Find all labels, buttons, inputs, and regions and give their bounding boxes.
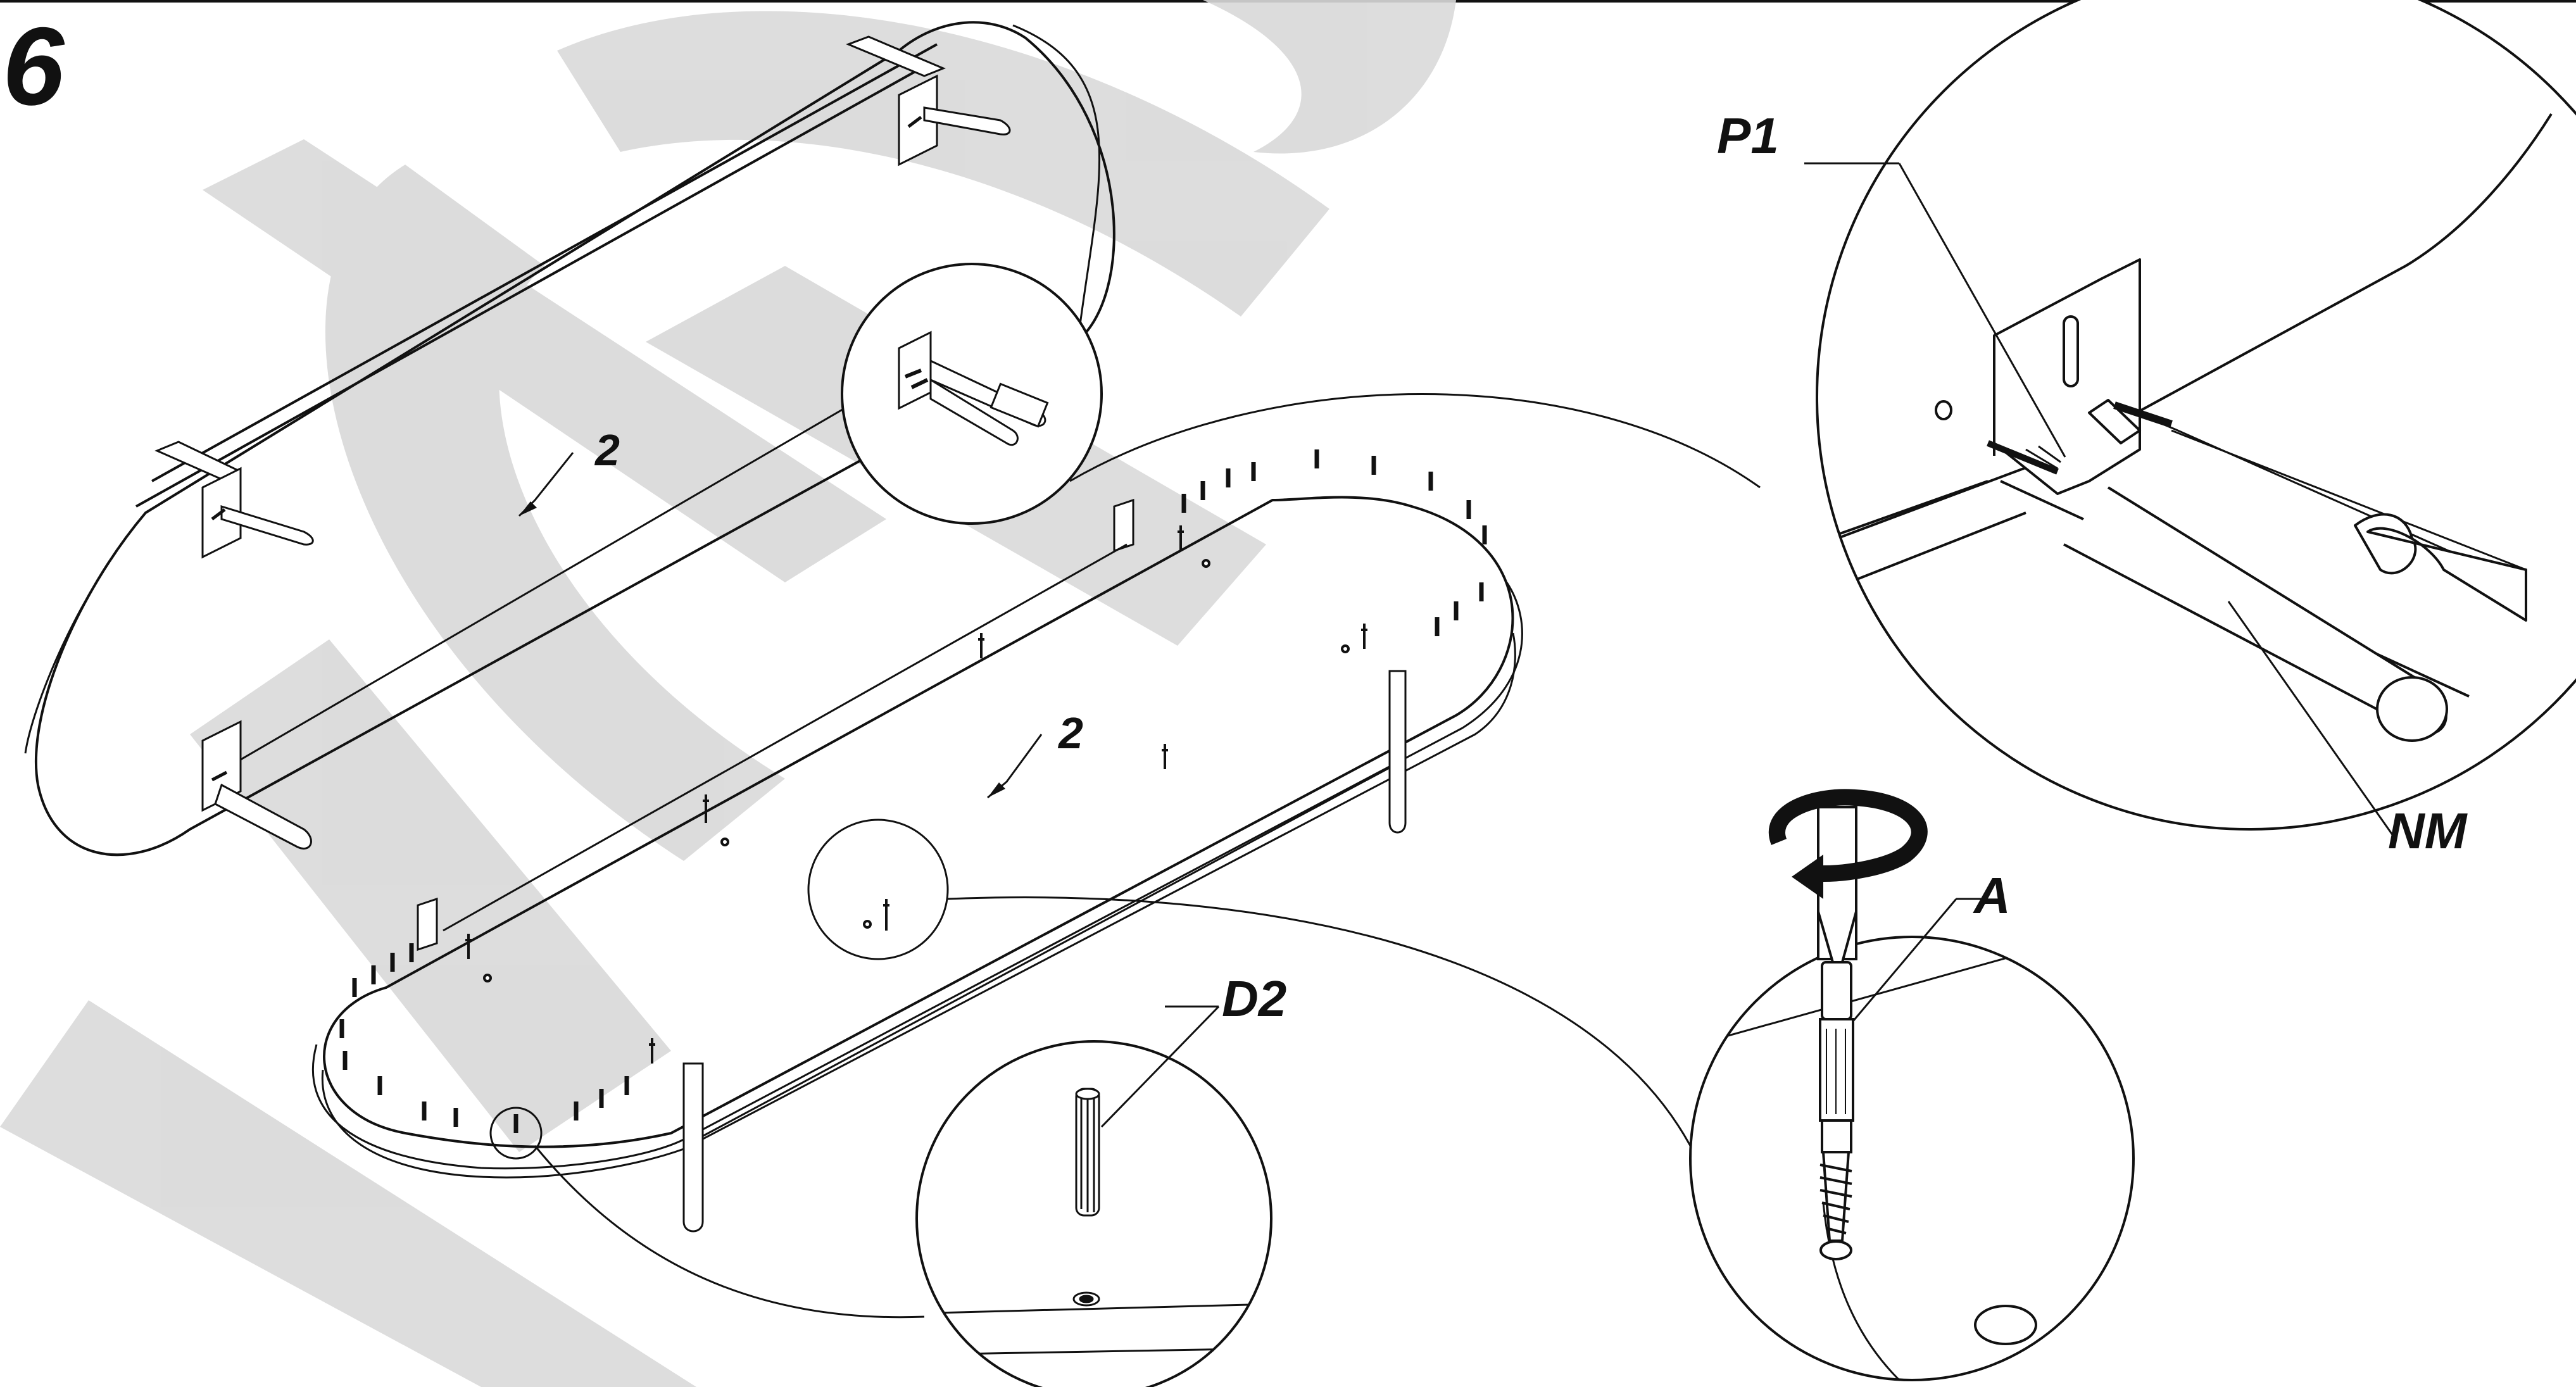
dowel-label: D2 xyxy=(1222,970,1286,1027)
detail-fastener-a: A xyxy=(1689,789,2135,1381)
lower-panel-callout: 2 xyxy=(987,708,1083,799)
lower-panel xyxy=(311,496,1523,1179)
upper-panel-callout: 2 xyxy=(518,425,620,517)
detail-markers xyxy=(489,819,949,1160)
upper-panel xyxy=(24,21,1115,857)
detail-leaders xyxy=(534,24,1761,1319)
lower-panel-legs xyxy=(417,498,1407,1233)
rotate-arrow-icon xyxy=(1769,789,1928,899)
rim-dowels xyxy=(339,449,1487,1133)
inner-dowels xyxy=(465,525,1367,1064)
step-number: 6 xyxy=(3,5,65,129)
upper-panel-label: 2 xyxy=(594,425,620,475)
detail-top-bracket xyxy=(841,263,1103,525)
tube-label: NM xyxy=(2388,803,2468,859)
detail-dowel-d2: D2 xyxy=(915,970,1286,1387)
bracket-screw-label: P1 xyxy=(1717,108,1779,164)
fastener-label: A xyxy=(1973,867,2011,924)
upper-panel-screws xyxy=(211,116,922,782)
detail-p1-nm: P1 NM xyxy=(1717,0,2576,859)
assembly-guide-lines xyxy=(240,375,1128,932)
screwdriver-icon xyxy=(1817,806,1857,1260)
lower-panel-label: 2 xyxy=(1057,708,1083,758)
